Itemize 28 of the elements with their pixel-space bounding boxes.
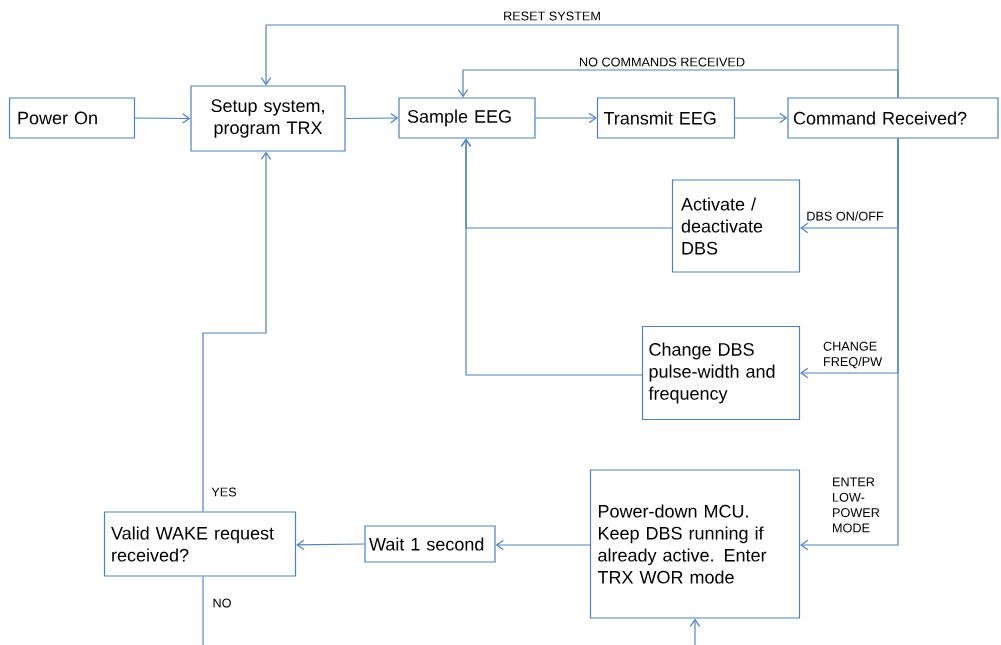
arrow	[457, 69, 899, 98]
arrow	[460, 138, 643, 376]
process-box: Change DBS pulse-width and frequency	[641, 325, 801, 421]
process-box: Power On	[8, 97, 136, 139]
arrow	[800, 138, 899, 551]
edge-label: RESET SYSTEM	[501, 10, 603, 22]
process-box: Activate / deactivate DBS	[671, 179, 801, 273]
arrow	[689, 618, 701, 645]
process-box: Valid WAKE request received?	[103, 511, 297, 577]
process-box: Setup system, program TRX	[190, 85, 346, 152]
process-box: Wait 1 second	[364, 525, 496, 563]
process-box: Command Received?	[787, 97, 999, 139]
arrow	[734, 112, 788, 124]
process-box: Transmit EEG	[596, 97, 736, 139]
edge-label: DBS ON/OFF	[804, 210, 886, 222]
arrow	[202, 151, 272, 512]
process-box: Sample EEG	[398, 97, 536, 139]
arrow	[345, 112, 399, 124]
edge-label: ENTER LOW-POWER MODE	[830, 476, 894, 534]
arrow	[535, 112, 597, 124]
edge-label: NO COMMANDS RECEIVED	[577, 56, 747, 68]
edge-label: NO	[211, 597, 233, 609]
edge-label: CHANGE FREQ/PW	[821, 340, 895, 370]
arrow	[495, 539, 591, 551]
process-box: Power-down MCU. Keep DBS running if already active. Enter TRX WOR mode	[589, 469, 801, 619]
edge-label: YES	[210, 486, 238, 498]
arrow	[134, 113, 191, 124]
arrow	[296, 539, 365, 551]
